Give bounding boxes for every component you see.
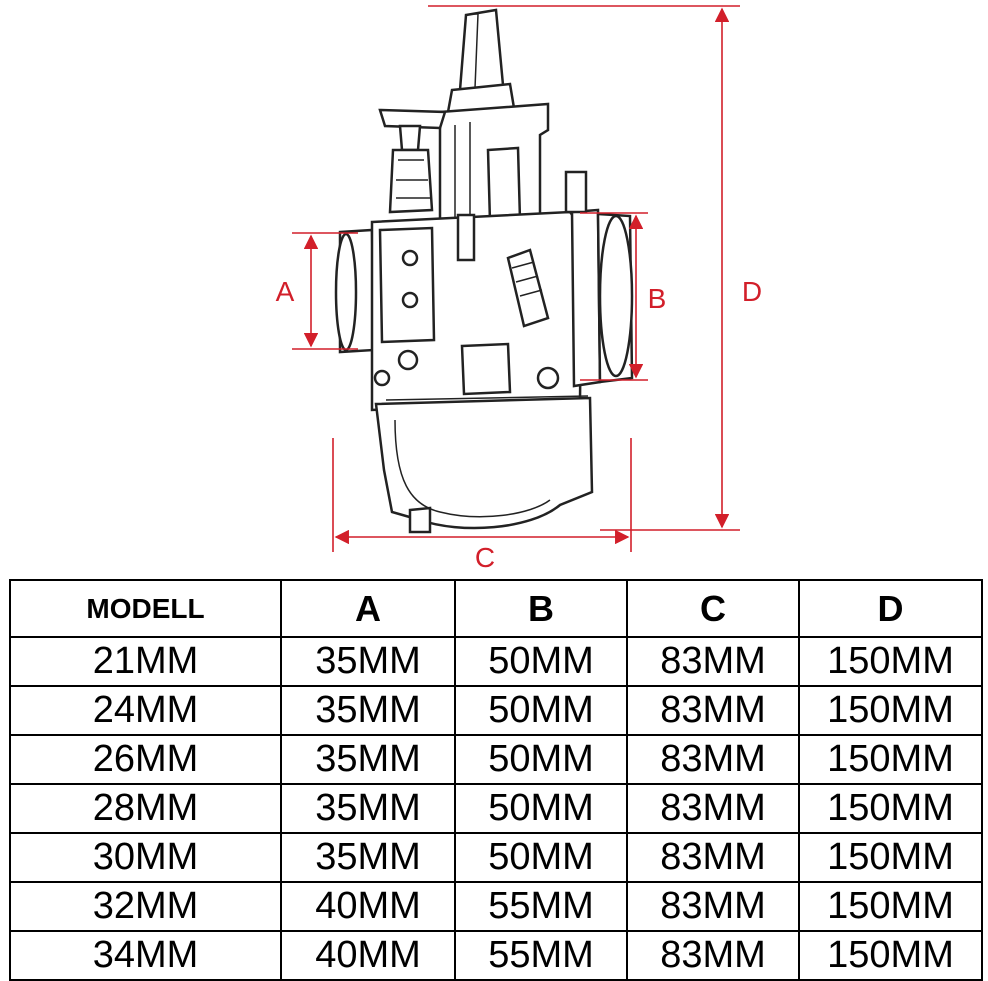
cell-c: 83MM <box>626 685 800 736</box>
header-b: B <box>454 579 628 638</box>
cell-b: 50MM <box>454 832 628 883</box>
cell-d: 150MM <box>798 881 983 932</box>
cell-d: 150MM <box>798 636 983 687</box>
table-row: 21MM 35MM 50MM 83MM 150MM <box>9 636 983 687</box>
header-a: A <box>280 579 456 638</box>
table-row: 34MM 40MM 55MM 83MM 150MM <box>9 930 983 981</box>
cell-b: 55MM <box>454 930 628 981</box>
cell-b: 50MM <box>454 734 628 785</box>
cell-b: 55MM <box>454 881 628 932</box>
cell-d: 150MM <box>798 930 983 981</box>
cell-d: 150MM <box>798 734 983 785</box>
dimension-lines <box>292 5 740 552</box>
dimension-label-b: B <box>648 283 667 314</box>
cell-b: 50MM <box>454 685 628 736</box>
cell-modell: 24MM <box>9 685 282 736</box>
cell-a: 35MM <box>280 734 456 785</box>
cell-c: 83MM <box>626 832 800 883</box>
cell-a: 35MM <box>280 636 456 687</box>
table-header-row: MODELL A B C D <box>9 579 983 638</box>
cell-a: 40MM <box>280 930 456 981</box>
cell-d: 150MM <box>798 783 983 834</box>
header-modell: MODELL <box>9 579 282 638</box>
cell-modell: 30MM <box>9 832 282 883</box>
cell-a: 35MM <box>280 685 456 736</box>
dimension-label-d: D <box>742 276 762 307</box>
cell-c: 83MM <box>626 783 800 834</box>
cell-a: 35MM <box>280 783 456 834</box>
size-specification-table: MODELL A B C D 21MM 35MM 50MM 83MM 150MM… <box>9 579 983 981</box>
table-row: 30MM 35MM 50MM 83MM 150MM <box>9 832 983 883</box>
cell-c: 83MM <box>626 930 800 981</box>
cell-modell: 21MM <box>9 636 282 687</box>
table-row: 24MM 35MM 50MM 83MM 150MM <box>9 685 983 736</box>
table-row: 28MM 35MM 50MM 83MM 150MM <box>9 783 983 834</box>
cell-modell: 28MM <box>9 783 282 834</box>
table-row: 32MM 40MM 55MM 83MM 150MM <box>9 881 983 932</box>
carburetor-illustration <box>334 8 634 534</box>
cell-modell: 26MM <box>9 734 282 785</box>
cell-d: 150MM <box>798 685 983 736</box>
header-d: D <box>798 579 983 638</box>
cell-c: 83MM <box>626 881 800 932</box>
cell-c: 83MM <box>626 734 800 785</box>
cell-c: 83MM <box>626 636 800 687</box>
cell-b: 50MM <box>454 783 628 834</box>
carburetor-dimension-diagram: A B C D <box>276 5 762 573</box>
table-row: 26MM 35MM 50MM 83MM 150MM <box>9 734 983 785</box>
dimension-label-c: C <box>475 542 495 573</box>
cell-modell: 34MM <box>9 930 282 981</box>
cell-d: 150MM <box>798 832 983 883</box>
dimension-label-a: A <box>276 276 295 307</box>
header-c: C <box>626 579 800 638</box>
cell-modell: 32MM <box>9 881 282 932</box>
cell-a: 40MM <box>280 881 456 932</box>
cell-a: 35MM <box>280 832 456 883</box>
cell-b: 50MM <box>454 636 628 687</box>
